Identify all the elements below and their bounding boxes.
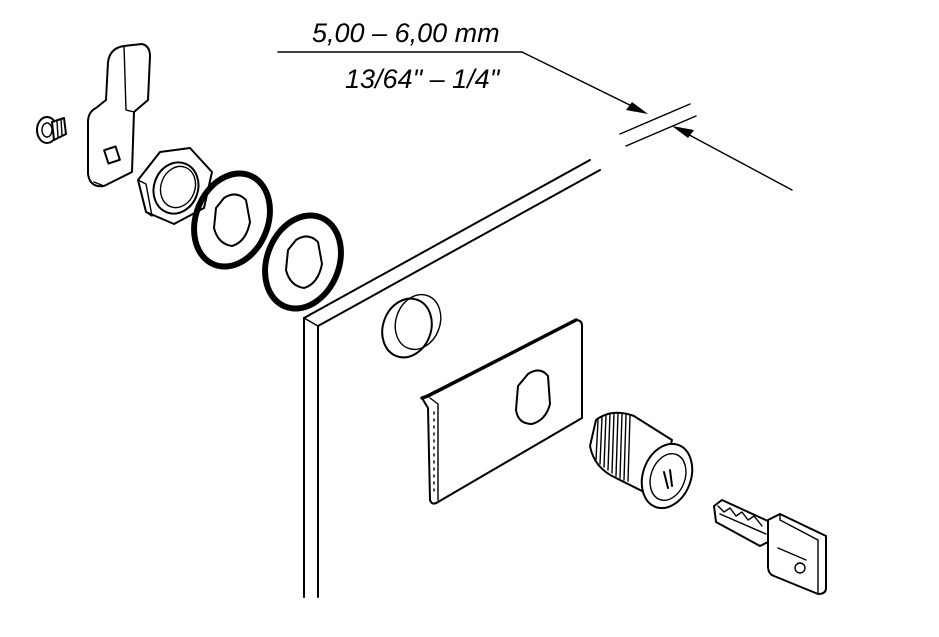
mounting-plate-top-flange bbox=[420, 318, 578, 400]
mounting-plate-fold bbox=[429, 397, 439, 501]
dimension-arrow-line-bottom bbox=[679, 129, 793, 191]
key-head-slot bbox=[777, 547, 807, 561]
key bbox=[713, 499, 827, 595]
dimension-leader-diagonal bbox=[521, 51, 641, 111]
dimension-imperial-label: 13/64" – 1/4" bbox=[345, 64, 501, 94]
dimension-callout: 5,00 – 6,00 mm 13/64" – 1/4" bbox=[277, 18, 793, 191]
dimension-arrow-bottom bbox=[672, 126, 694, 138]
lock-cylinder-keyway bbox=[663, 469, 673, 489]
key-blade-cuts bbox=[717, 505, 763, 527]
panel-break-line-1 bbox=[619, 103, 691, 135]
lock-cylinder-face-ring bbox=[649, 453, 687, 501]
cam-body bbox=[87, 43, 151, 188]
lock-cylinder bbox=[589, 411, 694, 510]
screw-thread-1 bbox=[56, 120, 59, 138]
lock-cylinder-threads bbox=[595, 412, 631, 482]
mounting-plate-hole bbox=[515, 369, 551, 425]
cam-fold-edge bbox=[123, 45, 135, 113]
cam-square-hole bbox=[103, 145, 121, 165]
key-head-hole bbox=[794, 562, 806, 574]
washer-1-outer bbox=[191, 170, 273, 270]
washer-1 bbox=[191, 170, 273, 270]
cam bbox=[87, 43, 151, 188]
washer-2-hole bbox=[285, 235, 323, 289]
panel-edge-back bbox=[303, 159, 591, 319]
panel-hole-front bbox=[381, 297, 433, 359]
mounting-plate-body bbox=[421, 319, 583, 505]
washer-2-outer bbox=[262, 212, 344, 312]
screw-thread-2 bbox=[60, 118, 63, 136]
key-blade-groove bbox=[719, 513, 767, 535]
dimension-metric-label: 5,00 – 6,00 mm bbox=[312, 18, 500, 48]
screw bbox=[36, 116, 67, 144]
key-head-side bbox=[779, 513, 819, 595]
panel bbox=[303, 159, 601, 598]
cam-shadow-edge bbox=[93, 181, 105, 187]
washer-1-hole bbox=[213, 193, 251, 247]
panel-break-line-2 bbox=[625, 115, 697, 147]
screw-shaft bbox=[51, 117, 67, 141]
panel-hole-back bbox=[394, 293, 442, 351]
mounting-plate bbox=[420, 318, 583, 505]
panel-front-top-edge bbox=[303, 317, 319, 327]
hex-nut bbox=[137, 147, 213, 225]
hex-nut-side bbox=[137, 179, 153, 217]
key-blade bbox=[713, 499, 773, 547]
washer-2 bbox=[262, 212, 344, 312]
dimension-arrow-top bbox=[626, 102, 648, 114]
panel-edge-front bbox=[317, 169, 601, 327]
hex-nut-thread bbox=[159, 165, 197, 209]
